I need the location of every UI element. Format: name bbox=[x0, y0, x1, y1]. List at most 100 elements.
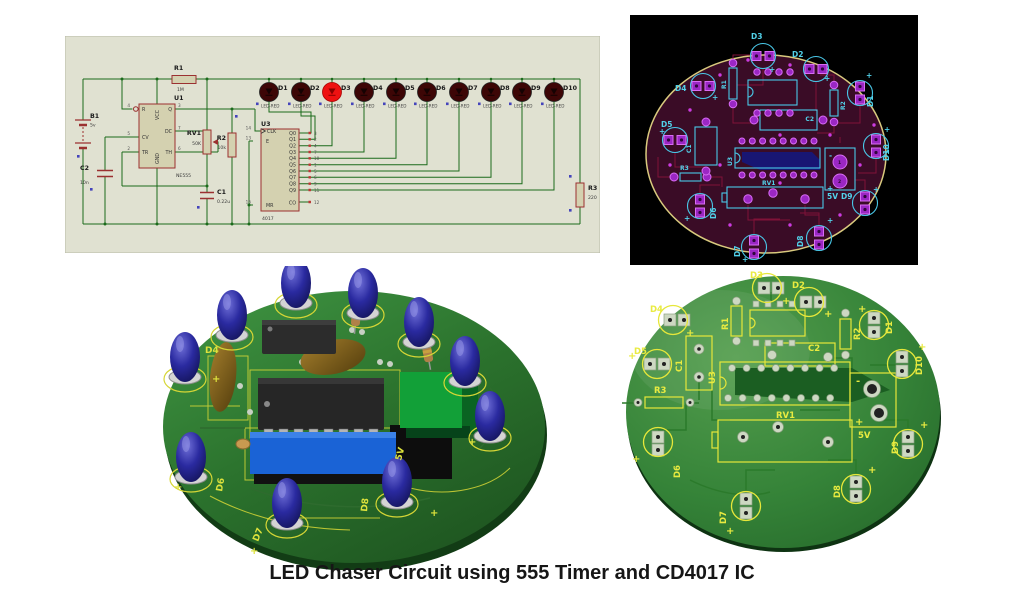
u1-reset-bubble bbox=[133, 106, 139, 112]
svg-text:D8: D8 bbox=[833, 485, 843, 498]
svg-text:CLK: CLK bbox=[267, 129, 277, 135]
led-ref: D9 bbox=[531, 85, 541, 92]
pcb-led-d6 bbox=[686, 192, 714, 220]
svg-text:Q8: Q8 bbox=[289, 182, 296, 188]
svg-text:GND: GND bbox=[155, 153, 161, 164]
led-ref: D7 bbox=[468, 85, 478, 92]
pcb-silkscreen-text: D3 D2 D4 D5 D1 D10 D9 D8 D7 D6 R1 R2 U3 … bbox=[659, 32, 891, 264]
svg-text:Q5: Q5 bbox=[289, 163, 296, 169]
svg-text:D6: D6 bbox=[673, 465, 683, 478]
led-model: LED-RED bbox=[356, 104, 375, 109]
svg-text:Q6: Q6 bbox=[289, 169, 296, 175]
svg-text:12: 12 bbox=[314, 200, 320, 205]
u3-notch bbox=[734, 152, 741, 164]
r3-outline bbox=[644, 396, 684, 409]
r1-outline bbox=[730, 305, 743, 337]
u1-outline bbox=[749, 309, 806, 337]
pcb-led-d1 bbox=[846, 79, 874, 107]
battery-symbol bbox=[75, 119, 91, 150]
back-outlines bbox=[644, 305, 897, 463]
svg-text:+: + bbox=[866, 71, 872, 80]
u1-notch bbox=[749, 317, 756, 329]
svg-text:+: + bbox=[827, 184, 833, 193]
pcb-led-d4 bbox=[689, 72, 717, 100]
svg-text:CV: CV bbox=[142, 135, 149, 141]
c1-outline bbox=[694, 126, 718, 166]
svg-text:1: 1 bbox=[314, 163, 317, 168]
c2-outline bbox=[764, 342, 836, 367]
front-leds bbox=[163, 266, 512, 539]
svg-text:5: 5 bbox=[127, 131, 130, 136]
rv1-notch bbox=[711, 431, 719, 449]
svg-text:+: + bbox=[726, 526, 734, 537]
u3-ref: U3 bbox=[261, 121, 271, 128]
svg-text:5V: 5V bbox=[858, 431, 871, 441]
u1-555-body bbox=[138, 103, 176, 169]
svg-text:D3: D3 bbox=[751, 32, 762, 41]
u3-outline bbox=[734, 147, 821, 169]
led-3d bbox=[210, 290, 254, 351]
r2-outline bbox=[829, 89, 839, 117]
svg-text:+: + bbox=[918, 342, 926, 353]
svg-text:3: 3 bbox=[314, 131, 317, 136]
svg-text:+: + bbox=[712, 93, 718, 102]
svg-text:+: + bbox=[684, 214, 690, 223]
led-ref: D5 bbox=[405, 85, 415, 92]
led-model: LED-RED bbox=[514, 104, 533, 109]
svg-text:+: + bbox=[858, 304, 866, 315]
svg-text:+: + bbox=[250, 546, 258, 557]
u3-4017-body bbox=[260, 128, 300, 212]
svg-text:+: + bbox=[782, 296, 790, 307]
svg-text:+: + bbox=[920, 420, 928, 431]
pcb-3d-back-panel: D3 D2 D4 D5 D1 D10 D9 D8 D7 D6 R1 R2 R3 … bbox=[622, 271, 941, 552]
svg-text:Q4: Q4 bbox=[289, 156, 296, 162]
r3-outline bbox=[679, 172, 702, 182]
svg-text:+: + bbox=[824, 309, 832, 320]
back-silkscreen-text: D3 D2 D4 D5 D1 D10 D9 D8 D7 D6 R1 R2 R3 … bbox=[628, 271, 928, 537]
svg-text:R1: R1 bbox=[721, 80, 728, 89]
r2-ref: R2 bbox=[217, 135, 226, 142]
u1-pin-labels: R CV TR Q DC TH VCC GND 4 5 2 3 7 6 bbox=[127, 103, 181, 164]
svg-text:D10: D10 bbox=[915, 356, 925, 375]
u3-pin-labels: CLK E MR CO 14 13 15 12 Q0 Q1 Q2 Q3 Q4 Q… bbox=[246, 126, 320, 210]
led-3d bbox=[265, 478, 309, 539]
svg-text:D7: D7 bbox=[733, 246, 742, 257]
svg-text:D2: D2 bbox=[792, 50, 803, 59]
u1-part: NE555 bbox=[176, 173, 191, 179]
spacer-cylinder bbox=[235, 438, 251, 450]
svg-text:DC: DC bbox=[165, 129, 173, 135]
svg-text:Q9: Q9 bbox=[289, 188, 296, 194]
svg-text:+: + bbox=[884, 125, 890, 134]
svg-text:D6: D6 bbox=[709, 208, 718, 219]
pcb-led-d3 bbox=[749, 42, 777, 70]
led-ref: D1 bbox=[278, 85, 288, 92]
component-bodies bbox=[138, 75, 585, 212]
pcb-led-d8 bbox=[805, 224, 833, 252]
svg-text:6: 6 bbox=[178, 146, 181, 151]
svg-text:D1: D1 bbox=[885, 321, 895, 334]
svg-text:CO: CO bbox=[289, 201, 296, 207]
svg-text:2: 2 bbox=[314, 137, 317, 142]
svg-text:C1: C1 bbox=[686, 144, 693, 153]
svg-text:D7: D7 bbox=[719, 511, 729, 524]
capacitor-symbols bbox=[97, 169, 214, 200]
led-ref: D6 bbox=[436, 85, 446, 92]
r1-body bbox=[171, 75, 197, 84]
led-model: LED-RED bbox=[261, 104, 280, 109]
svg-text:D9: D9 bbox=[891, 441, 901, 454]
r3-value: 220 bbox=[588, 195, 597, 201]
led-footprints bbox=[661, 42, 890, 261]
c2-ref: C2 bbox=[80, 165, 89, 172]
svg-text:RV1: RV1 bbox=[762, 180, 775, 187]
svg-text:14: 14 bbox=[246, 126, 252, 131]
svg-text:+: + bbox=[742, 255, 748, 264]
svg-text:1: 1 bbox=[838, 160, 841, 166]
u3-4017-chip bbox=[258, 378, 384, 440]
c2-value: 10n bbox=[80, 180, 89, 186]
front-silkscreen-text: D4 D6 D7 D8 5V + + + + + bbox=[174, 346, 476, 557]
